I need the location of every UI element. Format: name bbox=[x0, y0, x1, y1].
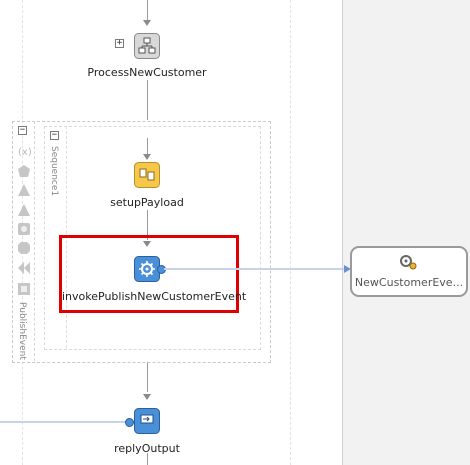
reply-connector-port[interactable] bbox=[125, 418, 134, 427]
invoke-publish-activity[interactable] bbox=[134, 256, 160, 282]
scope-palette bbox=[12, 121, 35, 361]
collapse-toggle[interactable]: − bbox=[18, 125, 27, 135]
flow-line bbox=[147, 362, 148, 392]
flow-line bbox=[147, 0, 148, 22]
reply-connector bbox=[0, 421, 130, 423]
partner-links-swimlane bbox=[342, 0, 470, 465]
reply-output-activity[interactable] bbox=[134, 408, 160, 434]
flow-arrow bbox=[143, 241, 151, 247]
flow-line bbox=[147, 210, 148, 240]
sequence1-scope[interactable] bbox=[44, 126, 261, 350]
warning-icon[interactable] bbox=[18, 204, 30, 216]
gears-icon bbox=[398, 252, 418, 272]
assign-icon bbox=[134, 162, 160, 188]
collapse-toggle[interactable]: − bbox=[50, 130, 59, 140]
flow-line bbox=[147, 453, 148, 465]
swimlane-guide bbox=[290, 0, 291, 465]
terminate-icon[interactable] bbox=[18, 242, 30, 254]
flow-line bbox=[147, 138, 148, 156]
compensate-icon[interactable] bbox=[18, 223, 30, 235]
rewind-icon[interactable] bbox=[18, 262, 30, 274]
connector-arrow bbox=[344, 265, 351, 273]
publish-event-scope-label: PublishEvent bbox=[17, 302, 27, 360]
sensor-icon[interactable] bbox=[18, 283, 30, 295]
publish-event-scope[interactable] bbox=[12, 121, 271, 363]
variable-icon[interactable]: (x) bbox=[18, 145, 32, 158]
catch-icon[interactable] bbox=[18, 165, 30, 177]
svg-text:(x): (x) bbox=[18, 147, 32, 157]
flow-arrow bbox=[143, 20, 151, 26]
partner-link-label: NewCustomerEve... bbox=[354, 276, 464, 289]
alarm-icon[interactable] bbox=[18, 184, 30, 196]
flow-line bbox=[147, 80, 148, 120]
hierarchy-icon bbox=[134, 33, 160, 59]
expand-toggle[interactable]: + bbox=[115, 38, 124, 48]
process-new-customer-activity[interactable] bbox=[134, 33, 160, 59]
flow-arrow bbox=[143, 394, 151, 400]
partner-link-newcustomerevent[interactable]: NewCustomerEve... bbox=[350, 246, 468, 297]
invoke-publish-label: invokePublishNewCustomerEvent bbox=[62, 290, 247, 303]
setup-payload-label: setupPayload bbox=[110, 196, 184, 209]
partner-link-connector bbox=[164, 268, 344, 270]
process-new-customer-label: ProcessNewCustomer bbox=[87, 66, 207, 79]
invoke-highlight-box bbox=[59, 235, 239, 313]
reply-output-label: replyOutput bbox=[114, 442, 180, 455]
flow-arrow bbox=[143, 154, 151, 160]
gear-icon bbox=[134, 256, 160, 282]
sequence1-scope-label: Sequence1 bbox=[49, 146, 59, 197]
reply-icon bbox=[134, 408, 160, 434]
setup-payload-activity[interactable] bbox=[134, 162, 160, 188]
